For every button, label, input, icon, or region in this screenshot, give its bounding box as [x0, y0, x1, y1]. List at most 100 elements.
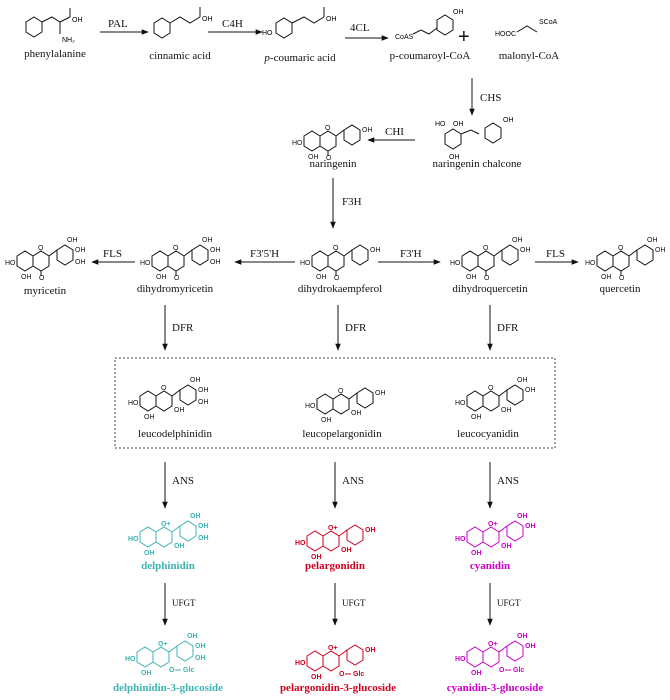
- svg-text:OH: OH: [21, 274, 32, 281]
- svg-text:NH₂: NH₂: [62, 37, 75, 44]
- svg-text:OH: OH: [449, 154, 460, 161]
- enzyme-pal: PAL: [108, 18, 128, 30]
- svg-text:OH: OH: [365, 647, 376, 654]
- label-p-coumaroyl-coa: p-coumaroyl-CoA: [389, 50, 471, 62]
- svg-text:O: O: [338, 388, 344, 395]
- label-coumaric-rest: -coumaric acid: [269, 52, 336, 64]
- svg-text:OH: OH: [453, 9, 464, 16]
- svg-text:OH: OH: [190, 377, 201, 384]
- svg-text:Glc: Glc: [183, 667, 194, 674]
- enzyme-fls-left: FLS: [103, 248, 122, 260]
- label-naringenin: naringenin: [309, 158, 357, 170]
- enzyme-dfr-mid: DFR: [345, 322, 367, 334]
- svg-text:OH: OH: [198, 535, 209, 542]
- label-malonyl-coa: malonyl-CoA: [498, 50, 560, 62]
- svg-text:HO: HO: [295, 540, 306, 547]
- svg-text:OH: OH: [362, 127, 373, 134]
- svg-text:OH: OH: [512, 237, 523, 244]
- svg-text:OH: OH: [67, 237, 78, 244]
- svg-text:O: O: [325, 125, 331, 132]
- svg-text:OH: OH: [326, 16, 337, 23]
- svg-text:HO: HO: [128, 536, 139, 543]
- svg-text:OH: OH: [187, 633, 198, 640]
- label-dihydroquercetin: dihydroquercetin: [452, 283, 528, 295]
- enzyme-chi: CHI: [385, 126, 404, 138]
- delphinidin-glc-structure: HO OH O+ OH OH OH O Glc: [125, 628, 215, 681]
- svg-text:O: O: [483, 245, 489, 252]
- svg-text:OH: OH: [144, 414, 155, 421]
- svg-text:O: O: [339, 671, 345, 678]
- svg-text:OH: OH: [198, 387, 209, 394]
- leuco-box: [114, 357, 556, 449]
- svg-text:OH: OH: [471, 414, 482, 421]
- enzyme-dfr-left: DFR: [172, 322, 194, 334]
- plus-sign: +: [458, 26, 470, 48]
- svg-text:SCoA: SCoA: [539, 19, 558, 26]
- svg-text:O: O: [484, 275, 490, 282]
- svg-text:HO: HO: [455, 656, 466, 663]
- svg-text:OH: OH: [174, 407, 185, 414]
- svg-text:OH: OH: [375, 390, 386, 397]
- svg-text:OH: OH: [198, 399, 209, 406]
- svg-text:OH: OH: [72, 17, 83, 24]
- svg-text:OH: OH: [308, 154, 319, 161]
- svg-text:OH: OH: [370, 247, 381, 254]
- svg-text:HO: HO: [435, 121, 446, 128]
- svg-text:O: O: [161, 385, 167, 392]
- svg-text:HO: HO: [450, 260, 461, 267]
- svg-text:OH: OH: [210, 259, 221, 266]
- svg-text:HO: HO: [262, 30, 273, 37]
- enzyme-ufgt-mid: UFGT: [342, 598, 366, 608]
- enzyme-ans-mid: ANS: [342, 475, 365, 487]
- naringenin-chalcone-structure: HO OH OH OH: [435, 112, 520, 167]
- svg-text:O: O: [333, 245, 339, 252]
- svg-text:HO: HO: [125, 656, 136, 663]
- svg-text:O+: O+: [158, 641, 168, 648]
- label-leucocyanidin: leucocyanidin: [457, 428, 519, 440]
- svg-text:CoAS: CoAS: [395, 34, 414, 41]
- svg-text:OH: OH: [195, 655, 206, 662]
- svg-text:O: O: [38, 245, 44, 252]
- p-coumaroyl-coa-structure: CoAS OH: [395, 4, 465, 51]
- svg-text:OH: OH: [316, 274, 327, 281]
- svg-text:OH: OH: [453, 121, 464, 128]
- enzyme-c4h: C4H: [222, 18, 243, 30]
- svg-text:OH: OH: [141, 670, 152, 677]
- svg-text:HO: HO: [292, 140, 303, 147]
- svg-text:OH: OH: [311, 554, 322, 561]
- label-pelargonidin-glc: pelargonidin-3-glucoside: [279, 682, 397, 694]
- svg-text:OH: OH: [75, 247, 86, 254]
- label-cyanidin-glc: cyanidin-3-glucoside: [446, 682, 544, 694]
- label-cinnamic-acid: cinnamic acid: [149, 50, 211, 62]
- svg-text:O: O: [169, 667, 175, 674]
- enzyme-f3h-prime: F3'H: [400, 248, 422, 260]
- svg-text:HO: HO: [295, 660, 306, 667]
- svg-text:O: O: [334, 275, 340, 282]
- svg-text:OH: OH: [195, 643, 206, 650]
- p-coumaric-acid-structure: HO OH: [262, 5, 347, 50]
- svg-text:O: O: [173, 245, 179, 252]
- malonyl-coa-structure: HOOC SCoA: [495, 10, 565, 45]
- label-pelargonidin: pelargonidin: [305, 560, 365, 572]
- svg-text:OH: OH: [321, 417, 332, 424]
- enzyme-ufgt-left: UFGT: [172, 598, 196, 608]
- svg-text:OH: OH: [202, 237, 213, 244]
- label-leucopelargonidin: leucopelargonidin: [302, 428, 382, 440]
- svg-text:OH: OH: [198, 523, 209, 530]
- svg-text:O+: O+: [488, 641, 498, 648]
- svg-text:O: O: [39, 275, 45, 282]
- svg-text:OH: OH: [655, 247, 666, 254]
- svg-text:OH: OH: [144, 550, 155, 557]
- enzyme-ans-left: ANS: [172, 475, 195, 487]
- svg-text:HO: HO: [585, 260, 596, 267]
- svg-text:OH: OH: [525, 643, 536, 650]
